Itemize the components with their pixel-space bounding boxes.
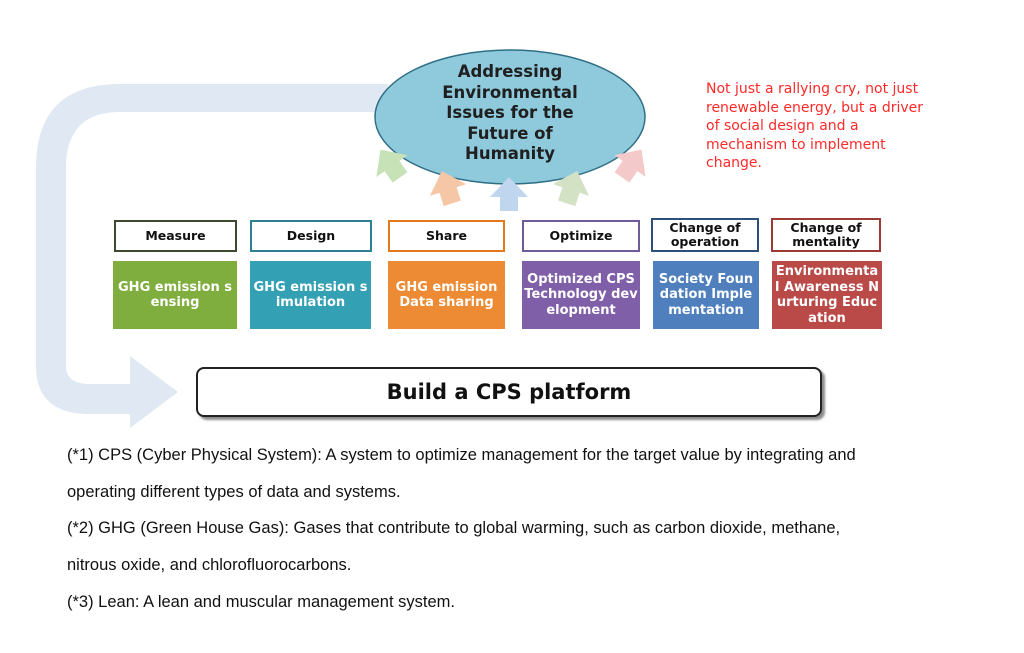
- phase-head-share: Share: [388, 220, 505, 252]
- up-arrow-icon: [429, 170, 467, 207]
- phase-box-change-of-mentality: Environmental Awareness Nurturing Educat…: [772, 261, 882, 329]
- phase-box-design: GHG emission simulation: [250, 261, 371, 329]
- phase-box-label: Society Foundation Implementation: [658, 271, 754, 318]
- phase-head-label: Optimize: [549, 228, 613, 243]
- phase-head-label: Design: [286, 228, 336, 243]
- loop-arrow: [36, 84, 388, 428]
- phase-box-change-of-operation: Society Foundation Implementation: [653, 261, 759, 329]
- phase-box-measure: GHG emission sensing: [113, 261, 237, 329]
- phase-box-share: GHG emission Data sharing: [388, 261, 505, 329]
- phase-head-change-of-mentality: Change of mentality: [771, 218, 881, 252]
- up-arrow-icon: [614, 149, 646, 183]
- phase-head-change-of-operation: Change of operation: [651, 218, 759, 252]
- up-arrow-icon: [376, 149, 408, 183]
- platform-box: Build a CPS platform: [196, 367, 822, 417]
- footnote-line: nitrous oxide, and chlorofluorocarbons.: [67, 556, 352, 574]
- platform-label: Build a CPS platform: [386, 380, 632, 404]
- phase-head-label: Share: [426, 228, 467, 243]
- phase-head-label: Change of operation: [669, 220, 741, 249]
- phase-head-label: Measure: [145, 228, 206, 243]
- phase-box-optimize: Optimized CPS Technology development: [522, 261, 640, 329]
- phase-box-label: GHG emission simulation: [253, 279, 368, 311]
- phase-box-label: Optimized CPS Technology development: [524, 271, 638, 318]
- phase-box-label: Environmental Awareness Nurturing Educat…: [774, 264, 879, 326]
- note-text: Not just a rallying cry, not just renewa…: [706, 81, 924, 171]
- phase-head-design: Design: [250, 220, 372, 252]
- phase-head-optimize: Optimize: [522, 220, 640, 252]
- footnote-line: (*3) Lean: A lean and muscular managemen…: [67, 593, 455, 611]
- up-arrow-icon: [552, 170, 590, 207]
- footnote-line: operating different types of data and sy…: [67, 483, 401, 501]
- footnote-line: (*2) GHG (Green House Gas): Gases that c…: [67, 519, 841, 537]
- up-arrow-icon: [490, 177, 528, 211]
- phase-box-label: GHG emission sensing: [118, 279, 232, 311]
- goal-text: Addressing Environmental Issues for the …: [442, 62, 578, 163]
- footnote-line: (*1) CPS (Cyber Physical System): A syst…: [67, 446, 856, 464]
- phase-head-label: Change of mentality: [790, 220, 862, 249]
- phase-head-measure: Measure: [114, 220, 237, 252]
- phase-box-label: GHG emission Data sharing: [395, 279, 498, 311]
